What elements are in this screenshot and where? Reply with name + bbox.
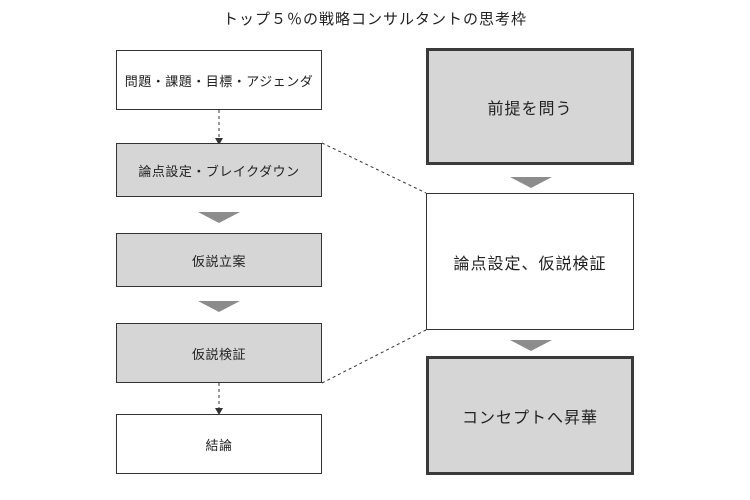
box-issue-and-hypothesis: 論点設定、仮説検証 [426,193,634,330]
box-agenda-label: 問題・課題・目標・アジェンダ [124,74,314,90]
box-elevate-to-concept-label: コンセプトへ昇華 [461,407,598,427]
box-conclusion-label: 結論 [205,438,233,454]
dashed-arrow-bottom-head [215,408,223,415]
box-conclusion: 結論 [116,414,322,474]
arrow-right-1 [510,177,552,188]
arrow-right-2 [510,340,552,351]
bracket-line-top [321,142,427,194]
box-agenda: 問題・課題・目標・アジェンダ [116,50,322,110]
box-issue-breakdown-label: 論点設定・ブレイクダウン [138,164,300,180]
arrow-left-2 [198,301,240,312]
bracket-line-bottom [321,329,427,384]
box-issue-breakdown: 論点設定・ブレイクダウン [116,143,322,197]
box-issue-and-hypothesis-label: 論点設定、仮説検証 [453,253,607,273]
diagram-title: トップ５％の戦略コンサルタントの思考枠 [222,10,527,28]
box-hypothesis-building: 仮説立案 [116,233,322,287]
box-question-premises-label: 前提を問う [487,98,573,118]
box-hypothesis-building-label: 仮説立案 [191,254,246,270]
box-hypothesis-testing-label: 仮説検証 [191,347,246,363]
arrow-left-1 [198,212,240,223]
dashed-arrow-top-head [215,138,223,145]
box-question-premises: 前提を問う [426,48,634,165]
box-hypothesis-testing: 仮説検証 [116,323,322,383]
box-elevate-to-concept: コンセプトへ昇華 [426,356,634,475]
